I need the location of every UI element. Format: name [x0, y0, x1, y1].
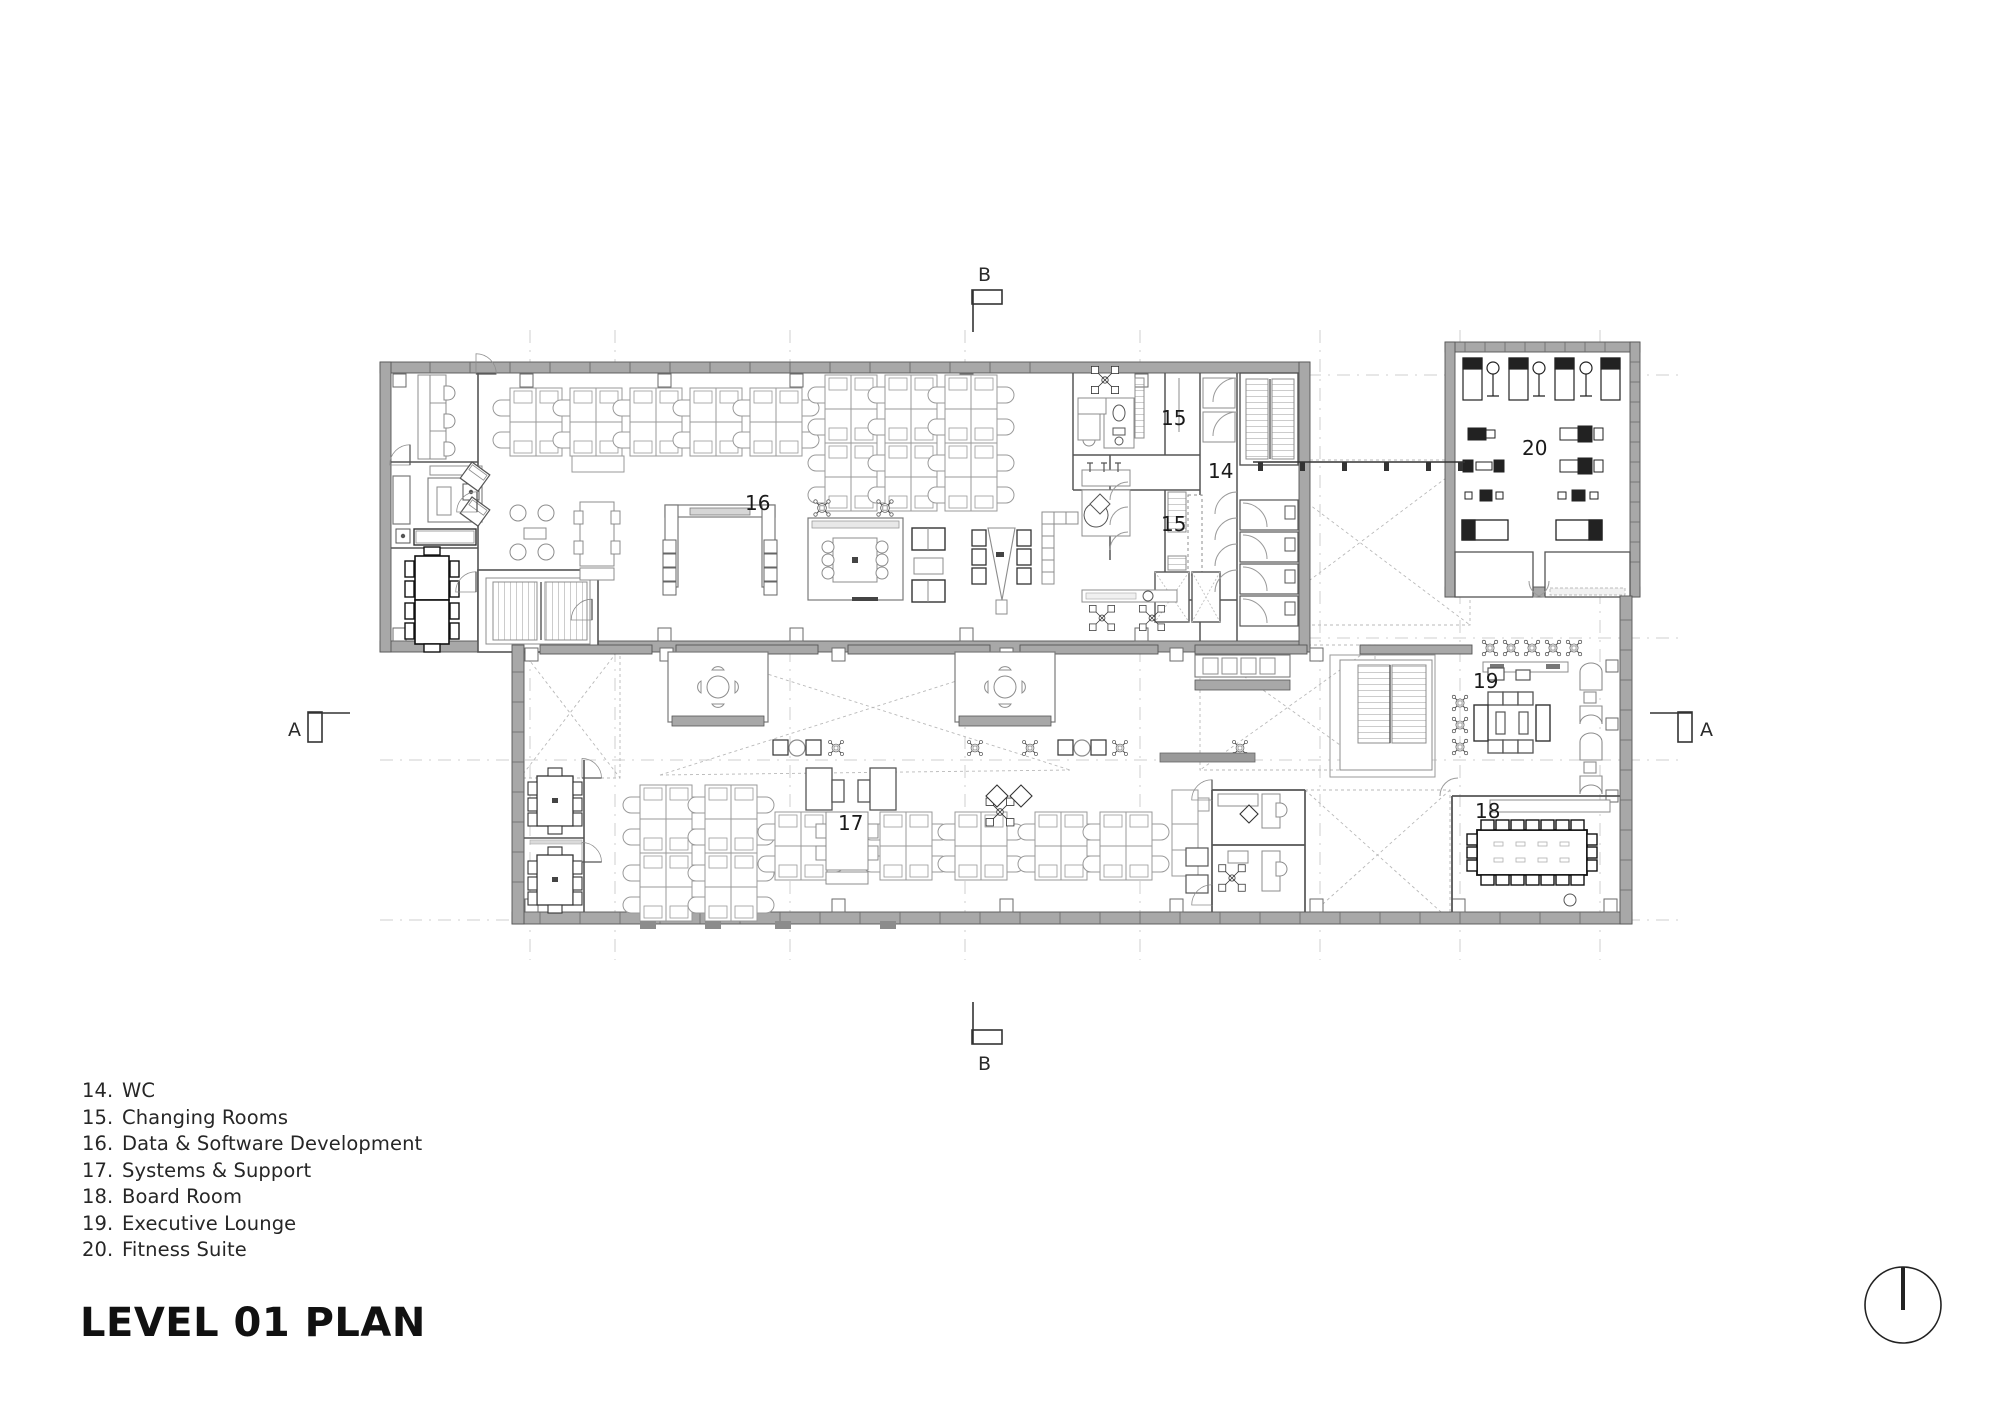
- stair-core-left: [477, 569, 599, 653]
- legend-label: WC: [122, 1079, 156, 1102]
- room-tag-19: 19: [1473, 669, 1498, 693]
- legend-item: 15. Changing Rooms: [82, 1105, 682, 1132]
- legend-label: Fitness Suite: [122, 1238, 247, 1261]
- section-marker-a-right: A: [1650, 711, 1713, 743]
- executive-lounge: [1451, 639, 1619, 803]
- legend-item: 20. Fitness Suite: [82, 1237, 682, 1264]
- legend-number: 17.: [82, 1158, 114, 1182]
- wc-changing-core: [1072, 365, 1299, 641]
- legend-number: 19.: [82, 1211, 114, 1235]
- room-tag-20: 20: [1522, 436, 1547, 460]
- room-17-desks: [524, 739, 1256, 929]
- room-tag-14: 14: [1208, 459, 1233, 483]
- sheet-title: LEVEL 01 PLAN: [80, 1300, 426, 1346]
- legend-number: 20.: [82, 1238, 114, 1261]
- room-tag-15-lower: 15: [1161, 512, 1186, 536]
- legend-label: Data & Software Development: [122, 1132, 423, 1155]
- lower-right-offices: [1185, 779, 1306, 912]
- room-tag-15-upper: 15: [1161, 406, 1186, 430]
- section-letter-b-top: B: [978, 264, 991, 286]
- room-tag-18: 18: [1475, 799, 1500, 823]
- fitness-suite: [1444, 341, 1641, 598]
- meeting-pods: [667, 651, 1291, 727]
- legend-label: Executive Lounge: [122, 1211, 297, 1235]
- legend-item: 19. Executive Lounge: [82, 1211, 682, 1238]
- legend-item: 16. Data & Software Development: [82, 1131, 682, 1158]
- meeting-table-8b: [527, 846, 583, 914]
- room-tag-17: 17: [838, 811, 863, 835]
- legend-number: 18.: [82, 1185, 114, 1208]
- legend-label: Changing Rooms: [122, 1105, 289, 1129]
- legend-item: 18. Board Room: [82, 1184, 682, 1211]
- legend-label: Systems & Support: [122, 1158, 312, 1182]
- legend-item: 14. WC: [82, 1078, 682, 1105]
- upper-left-offices: [389, 353, 497, 653]
- meeting-table-8a: [527, 767, 583, 835]
- room-16-desk-banks: [492, 374, 1015, 512]
- room-legend: 14. WC 15. Changing Rooms 16. Data & Sof…: [82, 1078, 682, 1264]
- legend-number: 15.: [82, 1105, 114, 1129]
- stair-core-right: [1329, 654, 1436, 778]
- section-letter-a-right: A: [1700, 719, 1713, 741]
- board-room: [1439, 777, 1620, 912]
- north-arrow: [1864, 1266, 1942, 1344]
- legend-item: 17. Systems & Support: [82, 1158, 682, 1185]
- board-table: [1466, 819, 1598, 886]
- legend-number: 16.: [82, 1132, 114, 1155]
- lower-wing-shell: [511, 595, 1633, 925]
- section-marker-a-left: A: [288, 711, 350, 743]
- room-16-collaboration: [509, 499, 1079, 615]
- legend-number: 14.: [82, 1079, 114, 1102]
- coat-rail: [1253, 461, 1465, 471]
- legend-label: Board Room: [122, 1185, 243, 1208]
- meeting-table-10: [404, 546, 460, 653]
- section-letter-a-left: A: [288, 719, 301, 741]
- room-tag-16: 16: [745, 491, 770, 515]
- section-marker-b-bottom: B: [971, 1002, 1003, 1075]
- section-marker-b-top: B: [971, 264, 1003, 332]
- section-letter-b-bottom: B: [978, 1053, 991, 1075]
